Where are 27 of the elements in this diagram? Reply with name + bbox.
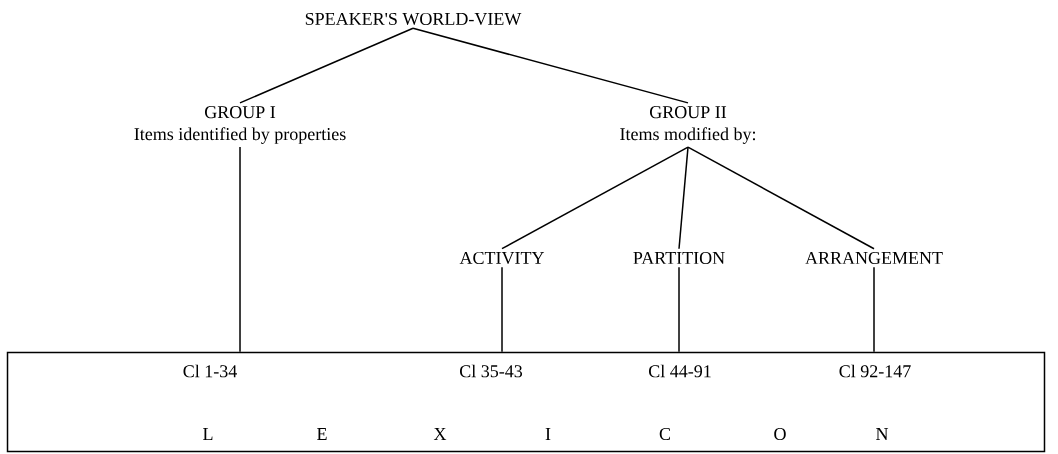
category-label: ARRANGEMENT xyxy=(805,251,943,265)
lexicon-box xyxy=(6,351,1046,453)
category-label: PARTITION xyxy=(633,251,725,265)
connector-line xyxy=(239,146,241,353)
group-label: GROUP I Items identified by properties xyxy=(134,106,346,144)
connector-line xyxy=(678,266,680,353)
range-label: Cl 92-147 xyxy=(839,364,911,378)
range-label: Cl 44-91 xyxy=(649,364,711,378)
category-label: ACTIVITY xyxy=(459,251,545,265)
connector-line xyxy=(501,266,503,353)
heading: SPEAKER'S WORLD-VIEW xyxy=(305,12,522,26)
connector-line xyxy=(239,27,414,104)
range-label: Cl 1-34 xyxy=(183,364,237,378)
connector-line xyxy=(678,146,689,250)
range-label: Cl 35-43 xyxy=(460,364,523,378)
letter: C xyxy=(659,427,670,441)
letter: L xyxy=(203,428,213,440)
letter: X xyxy=(433,428,447,440)
connector-line xyxy=(873,266,875,353)
letter: I xyxy=(545,428,551,440)
connector-line xyxy=(501,146,689,250)
connector-line xyxy=(412,27,689,104)
connector-line xyxy=(687,146,875,250)
letter: O xyxy=(774,427,786,441)
letter: N xyxy=(876,428,889,440)
letter: E xyxy=(317,428,327,440)
group-label: GROUP II Items modified by: xyxy=(620,106,756,144)
